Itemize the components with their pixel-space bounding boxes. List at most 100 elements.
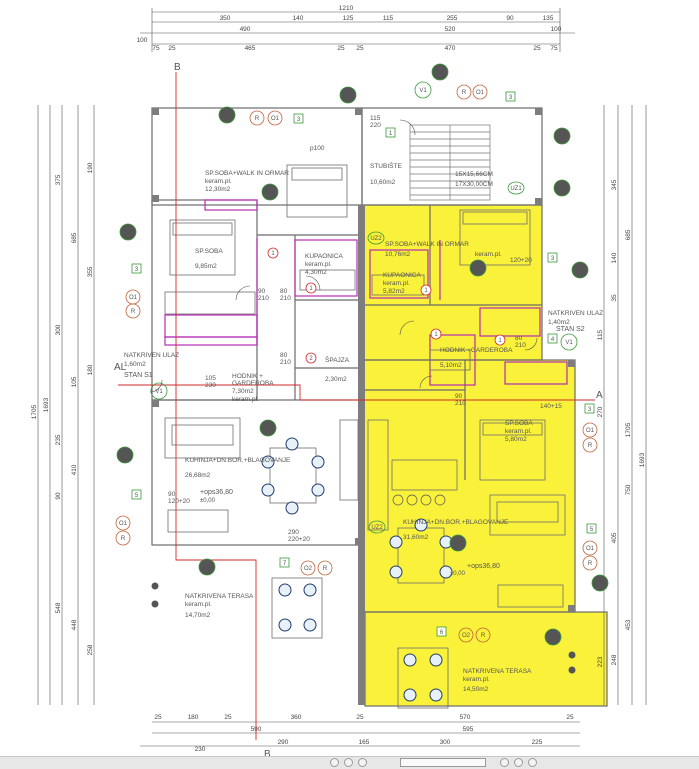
dim-left-e: 300 xyxy=(55,324,62,335)
room-sp-soba-2-area: 5,80m2 xyxy=(505,436,527,443)
tag-7-a: 7 xyxy=(283,561,287,567)
stairs-spec-1: 15X15,66CM xyxy=(455,171,493,178)
room-sp-soba-1-name: SP.SOBA xyxy=(195,248,223,255)
tag-z1-e: Z1 xyxy=(576,267,584,274)
section-a-left: AL xyxy=(114,362,127,373)
bed-4 xyxy=(479,419,546,481)
dim-left-d: 355 xyxy=(87,266,94,277)
room-sp-soba-walk-1-area: 12,30m2 xyxy=(205,186,231,193)
tag-z2-a: Z2 xyxy=(344,92,352,99)
dim-top-g: 135 xyxy=(543,15,554,22)
bed-1 xyxy=(286,164,348,218)
tag-5-b: 5 xyxy=(590,527,594,533)
tag-o2-a: O2 xyxy=(304,566,313,572)
layer-icon[interactable] xyxy=(514,758,523,767)
door-dim-o: 140+15 xyxy=(540,403,562,410)
dim-top-m: 25 xyxy=(168,45,176,52)
door-dim-c: 80 xyxy=(280,288,288,295)
door-swings xyxy=(149,119,538,393)
dim-top-a: 350 xyxy=(220,15,231,22)
dim-bot-m: 300 xyxy=(440,739,451,746)
dim-bot-i: 595 xyxy=(463,726,474,733)
dim-top-h: 100 xyxy=(137,37,148,44)
dim-bot-f: 570 xyxy=(460,714,471,721)
dim-top-j: 520 xyxy=(445,26,456,33)
dim-left-b: 190 xyxy=(87,162,94,173)
room-spajza-name: ŠPAJZA xyxy=(325,355,350,364)
dim-top-total: 1210 xyxy=(339,5,354,12)
dim-top-c: 125 xyxy=(343,15,354,22)
tag-r-a: R xyxy=(255,116,260,122)
tag-p1-d: P1 xyxy=(474,265,482,272)
dim-bot-n: 225 xyxy=(532,739,543,746)
door-dim-m: 80 xyxy=(515,335,523,342)
tag-uz2-b: UZ2 xyxy=(371,525,383,531)
room-kupaonica-2-area: 5,82m2 xyxy=(383,288,405,295)
ops-left: +ops36,80 xyxy=(200,489,233,496)
room-kuhinja-1-name: KUHINJA+DN.BOR.+BLAGOVANJE xyxy=(185,457,291,464)
room-kuhinja-2-area: 31,60m2 xyxy=(403,534,429,541)
dim-bot-a: 25 xyxy=(154,714,162,721)
zoom-icon[interactable] xyxy=(358,758,367,767)
tag-p1-b: P1 xyxy=(264,425,272,432)
magenta-partitions xyxy=(164,199,568,386)
zoom-field[interactable] xyxy=(400,758,486,767)
dim-right-i: 453 xyxy=(625,619,632,630)
kitchen-island xyxy=(391,459,458,491)
tag-z1-c: Z1 xyxy=(558,133,566,140)
section-lines xyxy=(118,72,595,740)
room-kuhinja-1-area: 26,68m2 xyxy=(185,472,211,479)
dim-top-e: 255 xyxy=(447,15,458,22)
room-hodnik-1-name2: GARDEROBA xyxy=(232,380,274,387)
misc-tags xyxy=(150,81,578,534)
green-square-tags xyxy=(131,91,597,637)
room-terasa-1-name: NATKRIVENA TERASA xyxy=(185,593,254,600)
tag-3-e: 3 xyxy=(551,256,555,262)
room-terasa-1-area: 14,70m2 xyxy=(185,612,211,619)
tag-labels: Z1 Z2 Z1 Z1 Z2 P1 Z1 Z1 Z1 Z1 Z1 Z1 P1 P… xyxy=(121,69,604,641)
nav-prev-icon[interactable] xyxy=(330,758,339,767)
kote-labels: ±0,00 ±0,00 xyxy=(200,498,466,577)
tag-r-c: R xyxy=(462,90,467,96)
dimension-chain-right xyxy=(603,105,647,705)
nav-next-icon[interactable] xyxy=(344,758,353,767)
door-dim-j: 120+20 xyxy=(168,498,190,505)
print-icon[interactable] xyxy=(528,758,537,767)
tag-z1-d: Z1 xyxy=(124,229,132,236)
dim-right-b: 685 xyxy=(625,229,632,240)
pan-icon[interactable] xyxy=(500,758,509,767)
room-kupaonica-2-name: KUPAONICA xyxy=(383,272,421,279)
dim-right-j: 248 xyxy=(611,654,618,665)
tag-r-f: R xyxy=(588,561,593,567)
dim-bot-l: 165 xyxy=(359,739,370,746)
door-dim-b: 210 xyxy=(258,295,269,302)
room-terasa-2-name: NATKRIVENA TERASA xyxy=(463,668,532,675)
red-number-tags xyxy=(267,247,506,364)
dim-left-a: 375 xyxy=(55,174,62,185)
dim-bot-g: 25 xyxy=(566,714,574,721)
tag-v1-b: V1 xyxy=(155,389,163,395)
dim-bot-e: 25 xyxy=(356,714,364,721)
door-dim-l: 210 xyxy=(455,400,466,407)
tag-uz1-a: UZ1 xyxy=(510,186,522,192)
tag-r-g: R xyxy=(323,566,328,572)
tag-z1-i: Z1 xyxy=(549,634,557,641)
tag-num-1-b: 1 xyxy=(309,286,313,292)
dim-left-i: 410 xyxy=(71,464,78,475)
dim-bot-b: 180 xyxy=(188,714,199,721)
terrace-table-2 xyxy=(397,647,449,709)
room-sp-soba-walk-1-name: SP.SOBA+WALK IN ORMAR xyxy=(205,170,289,177)
tag-z1-h: Z1 xyxy=(596,580,604,587)
green-square-labels: 3 3 3 1 4 3 5 5 7 6 3 xyxy=(135,95,594,636)
wall-thick xyxy=(152,108,575,705)
stools xyxy=(392,494,446,506)
ops-right: +ops36,80 xyxy=(467,563,500,570)
dim-top-l: 75 xyxy=(152,45,160,52)
dim-right-f: 270 xyxy=(597,406,604,417)
door-dim-n: 210 xyxy=(515,342,526,349)
tag-r-b: R xyxy=(131,309,136,315)
tag-5-a: 5 xyxy=(135,493,139,499)
dim-left-c: 685 xyxy=(71,232,78,243)
room-natkriven-ulaz-1-area: 1,60m2 xyxy=(124,361,146,368)
dim-right-d: 35 xyxy=(611,294,618,302)
